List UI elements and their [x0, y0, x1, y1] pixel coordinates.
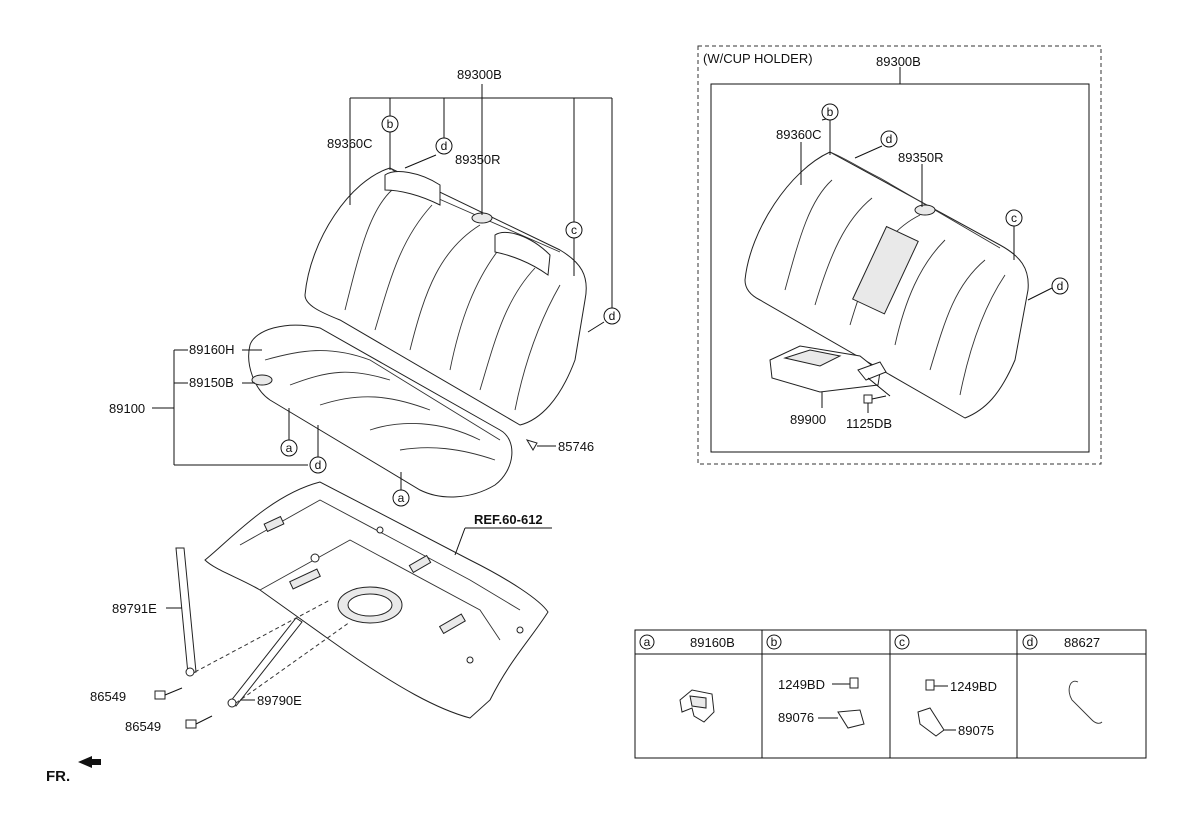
inset-title: (W/CUP HOLDER)	[703, 51, 813, 66]
label-cushion-cover: 89160H	[189, 342, 235, 357]
callout-b-main: b	[381, 115, 399, 133]
svg-text:b: b	[771, 635, 778, 649]
bracket-89075-icon	[917, 707, 945, 737]
seat-back-assembly	[304, 167, 587, 426]
svg-text:a: a	[644, 635, 651, 649]
legend-key-a: a	[639, 634, 655, 650]
legend-part-a: 89160B	[690, 635, 735, 650]
callout-d-main-right: d	[603, 307, 621, 325]
legend-part-d: 88627	[1064, 635, 1100, 650]
callout-b-inset: b	[821, 103, 839, 121]
label-clip: 85746	[558, 439, 594, 454]
legend-cell-c: c 1249BD 89075	[894, 634, 997, 738]
legend-cell-d: d 88627	[1022, 634, 1103, 724]
legend-cell-a: a 89160B	[639, 634, 735, 723]
legend-key-b: b	[766, 634, 782, 650]
label-seat-back: 89300B	[457, 67, 502, 82]
inset-label-screw: 1125DB	[846, 416, 892, 431]
label-bolt-1: 86549	[90, 689, 126, 704]
svg-text:c: c	[1011, 211, 1017, 225]
inset-cup-holder	[697, 45, 1102, 465]
svg-text:d: d	[315, 458, 322, 472]
svg-text:d: d	[1027, 635, 1034, 649]
front-arrow-icon	[78, 756, 101, 768]
label-cushion-pad: 89150B	[189, 375, 234, 390]
svg-text:c: c	[571, 223, 577, 237]
screw-icon-c	[925, 679, 935, 691]
svg-text:b: b	[827, 105, 834, 119]
callout-d-inset-top: d	[880, 130, 898, 148]
label-ref: REF.60-612	[474, 512, 543, 527]
label-bolt-2: 86549	[125, 719, 161, 734]
svg-text:d: d	[1057, 279, 1064, 293]
label-cushion-assy: 89100	[109, 401, 145, 416]
bolt-86549-b	[185, 715, 213, 729]
svg-text:d: d	[886, 132, 893, 146]
legend-key-c: c	[894, 634, 910, 650]
inset-label-seat-back: 89300B	[876, 54, 921, 69]
callout-a-main-bottom: a	[392, 489, 410, 507]
callout-d-main-top: d	[435, 137, 453, 155]
bracket-89076-icon	[837, 709, 865, 729]
floor-panel	[204, 481, 549, 719]
seat-cushion-assembly	[248, 324, 513, 498]
svg-text:d: d	[609, 309, 616, 323]
bracket-89791e	[175, 547, 197, 677]
main-leader-lines	[152, 84, 613, 704]
label-bracket-89791e: 89791E	[112, 601, 157, 616]
label-headrest-guide: 89350R	[455, 152, 501, 167]
bolt-86549-a	[154, 687, 183, 700]
legend-key-d: d	[1022, 634, 1038, 650]
svg-text:d: d	[441, 139, 448, 153]
wire-88627-icon	[1068, 680, 1103, 724]
svg-text:a: a	[286, 441, 293, 455]
legend-sub-b-1: 1249BD	[778, 677, 825, 692]
legend-sub-b-2: 89076	[778, 710, 814, 725]
svg-text:c: c	[899, 635, 905, 649]
callout-d-main-bottom: d	[309, 456, 327, 474]
label-front: FR.	[46, 768, 70, 785]
callout-a-main-left: a	[280, 439, 298, 457]
legend-sub-c-2: 89075	[958, 723, 994, 738]
inset-label-cup-holder: 89900	[790, 412, 826, 427]
screw-icon	[849, 677, 859, 689]
callout-c-main: c	[565, 221, 583, 239]
label-bracket-89790e: 89790E	[257, 693, 302, 708]
legend-table	[634, 629, 1147, 759]
clip-85746	[525, 439, 538, 451]
legend-sub-c-1: 1249BD	[950, 679, 997, 694]
callout-d-inset-right: d	[1051, 277, 1069, 295]
inset-label-back-cover: 89360C	[776, 127, 822, 142]
inset-label-headrest-guide: 89350R	[898, 150, 944, 165]
callout-c-inset: c	[1005, 209, 1023, 227]
bracket-89790e	[227, 617, 303, 708]
svg-text:a: a	[398, 491, 405, 505]
label-back-cover: 89360C	[327, 136, 373, 151]
legend-cell-b: b 1249BD 89076	[766, 634, 865, 729]
svg-text:b: b	[387, 117, 394, 131]
